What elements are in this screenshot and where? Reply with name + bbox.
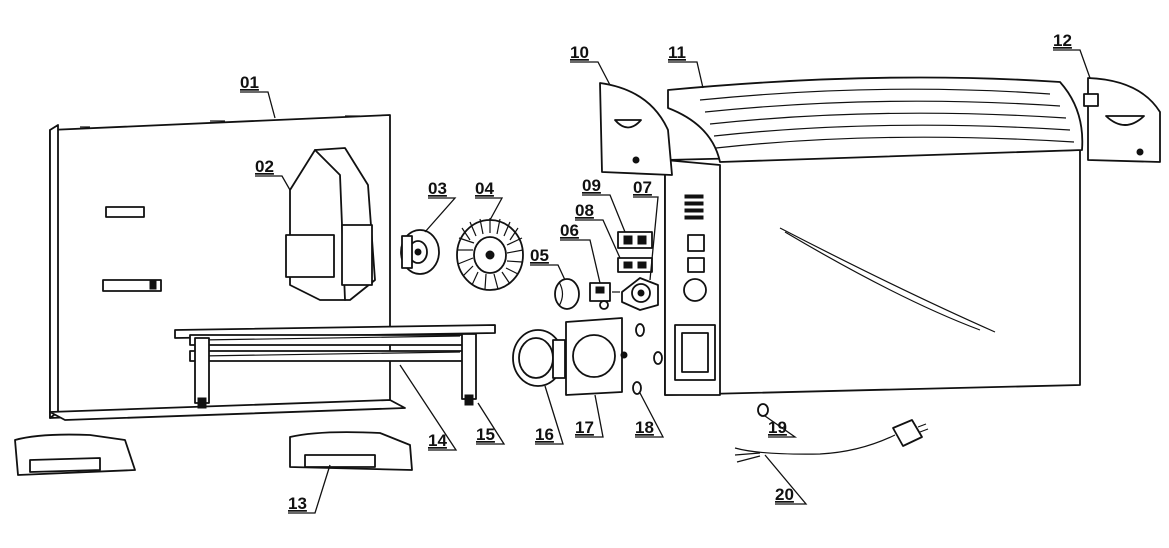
callout-10: 10	[570, 43, 589, 62]
part-fan-motor	[400, 229, 440, 275]
part-rotary-switch	[621, 277, 659, 311]
callout-17: 17	[575, 418, 594, 437]
callout-01: 01	[240, 73, 259, 92]
callout-03: 03	[428, 179, 447, 198]
part-fan-housing	[285, 147, 376, 301]
callout-18: 18	[635, 418, 654, 437]
callout-15: 15	[476, 425, 495, 444]
callout-14: 14	[428, 431, 447, 450]
callout-09: 09	[582, 176, 601, 195]
part-thermostat	[589, 282, 620, 310]
part-left-end-cap	[599, 82, 673, 176]
part-knob	[554, 278, 580, 310]
callout-19: 19	[768, 418, 787, 437]
part-power-cord	[734, 419, 929, 463]
part-feet	[14, 431, 413, 476]
part-right-end-cap	[1083, 77, 1161, 163]
leader-lines	[240, 49, 1091, 514]
callout-04: 04	[475, 179, 494, 198]
callout-16: 16	[535, 425, 554, 444]
callout-08: 08	[575, 201, 594, 220]
callout-02: 02	[255, 157, 274, 176]
callout-11: 11	[668, 43, 686, 62]
callout-12: 12	[1053, 31, 1072, 50]
part-thermostat-cup	[512, 329, 566, 387]
callout-20: 20	[775, 485, 794, 504]
callout-05: 05	[530, 246, 549, 265]
part-screws	[632, 323, 663, 395]
callout-labels: 01 02 03 04 05 06 07 08 09 10 11 12 13 1…	[240, 31, 1072, 513]
part-main-body	[664, 76, 1084, 396]
part-mounting-plate	[565, 317, 628, 396]
part-switch-09	[617, 231, 653, 249]
part-grommet	[757, 403, 769, 417]
callout-06: 06	[560, 221, 579, 240]
callout-07: 07	[633, 178, 652, 197]
part-heating-element	[174, 324, 496, 409]
part-switch-08	[617, 257, 653, 273]
part-fan-impeller	[456, 218, 524, 291]
callout-13: 13	[288, 494, 307, 513]
